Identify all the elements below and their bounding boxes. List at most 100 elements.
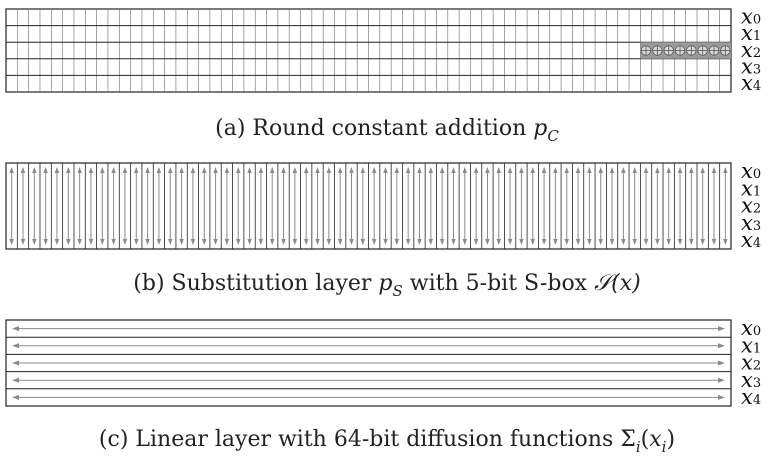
sbox-arrow-head-down <box>349 239 354 245</box>
sbox-arrow-head-down <box>655 239 660 245</box>
sbox-arrow-head-up <box>122 167 128 173</box>
xor-icon <box>663 45 674 56</box>
diffusion-arrow-head-left <box>12 343 19 349</box>
sbox-arrow-head-up <box>598 167 603 173</box>
diffusion-arrow-head-left <box>12 394 19 400</box>
diffusion-arrow-head-right <box>718 377 725 383</box>
xor-icon <box>674 45 686 56</box>
word-label-index: 4 <box>753 236 761 251</box>
xor-icon <box>720 45 731 56</box>
sbox-arrow-head-up <box>202 167 207 173</box>
caption-arg-open: ( <box>641 427 650 452</box>
caption-substitution-mid: with 5-bit S-box <box>403 271 594 296</box>
xor-icon <box>640 45 652 56</box>
caption-arg-variable: x <box>649 427 662 452</box>
caption-substitution-symbol: p <box>378 271 392 296</box>
xor-icon <box>652 45 663 56</box>
word-label-index: 0 <box>753 167 761 182</box>
sbox-arrow-head-up <box>360 167 366 173</box>
sbox-arrow-head-down <box>575 239 581 245</box>
sbox-arrow-head-down <box>428 239 434 245</box>
sbox-arrow-head-down <box>224 239 230 245</box>
state-grid <box>5 8 732 93</box>
sbox-arrow-head-up <box>417 167 422 173</box>
diffusion-arrow-head-right <box>718 394 725 400</box>
sbox-arrow-head-down <box>258 239 264 245</box>
sbox-arrow-head-up <box>700 167 705 173</box>
sbox-arrow-head-up <box>349 167 354 173</box>
sbox-arrow-head-up <box>632 167 637 173</box>
sbox-arrow-head-down <box>337 239 343 245</box>
sbox-arrow-head-up <box>689 167 694 173</box>
sbox-arrow-head-down <box>666 239 671 245</box>
sbox-arrow-head-down <box>439 239 445 245</box>
sbox-arrow-head-down <box>292 239 298 245</box>
caption-substitution: (b) Substitution layer pS with 5-bit S-b… <box>133 271 640 300</box>
sbox-arrow-head-down <box>417 239 422 245</box>
sbox-arrow-head-down <box>281 239 286 245</box>
sbox-arrow-head-up <box>247 167 252 173</box>
sbox-arrow-head-up <box>292 167 298 173</box>
word-label-index: 1 <box>753 29 761 44</box>
sbox-arrow-head-down <box>541 239 547 245</box>
sbox-arrow-head-down <box>609 239 615 245</box>
sbox-arrow-head-up <box>451 167 456 173</box>
sbox-arrow-head-up <box>145 167 150 173</box>
sbox-arrow-head-up <box>156 167 162 173</box>
sbox-arrow-head-down <box>451 239 456 245</box>
sbox-arrow-head-down <box>156 239 162 245</box>
sbox-arrow-head-down <box>689 239 694 245</box>
sbox-arrow-head-up <box>224 167 230 173</box>
xor-highlight <box>640 42 731 59</box>
sbox-arrow-head-down <box>621 239 626 245</box>
sbox-arrow-head-up <box>564 167 569 173</box>
sbox-arrow-head-down <box>700 239 705 245</box>
sbox-arrow-head-up <box>405 167 411 173</box>
sbox-arrow-head-down <box>9 239 14 245</box>
sbox-arrow-head-up <box>383 167 388 173</box>
sbox-arrow-head-up <box>587 167 592 173</box>
caption-substitution-text: (b) Substitution layer <box>133 271 378 296</box>
sbox-arrow-head-down <box>394 239 400 245</box>
xor-icon <box>697 45 708 56</box>
sbox-arrow-head-down <box>88 239 94 245</box>
sbox-arrow-head-up <box>111 167 116 173</box>
sbox-arrow-head-up <box>88 167 94 173</box>
sbox-arrow-head-up <box>496 167 501 173</box>
sbox-arrow-head-down <box>507 239 513 245</box>
diffusion-arrow-head-right <box>718 360 725 366</box>
state-grid <box>5 319 732 407</box>
sbox-arrow-head-down <box>303 239 309 245</box>
sbox-arrow-head-up <box>303 167 309 173</box>
sbox-arrow-head-down <box>643 239 649 245</box>
word-label-index: 0 <box>753 13 761 28</box>
sbox-arrow-head-down <box>236 239 241 245</box>
caption-linear: (c) Linear layer with 64-bit diffusion f… <box>99 427 675 456</box>
sbox-arrow-head-up <box>394 167 400 173</box>
sbox-arrow-head-up <box>190 167 196 173</box>
word-label-index: 2 <box>753 202 761 217</box>
sbox-arrow-head-down <box>462 239 467 245</box>
sbox-arrow-head-down <box>326 239 332 245</box>
diffusion-arrow-head-left <box>12 360 19 366</box>
sbox-arrow-head-down <box>632 239 637 245</box>
sbox-arrow-head-down <box>179 239 184 245</box>
sbox-arrow-head-down <box>77 239 82 245</box>
sbox-arrow-head-down <box>202 239 207 245</box>
sbox-arrow-head-down <box>66 239 71 245</box>
sbox-arrow-head-up <box>519 167 524 173</box>
sbox-arrow-head-down <box>111 239 116 245</box>
caption-round-constant-subscript: C <box>547 127 559 145</box>
sbox-arrow-head-up <box>462 167 467 173</box>
sbox-arrow-head-up <box>666 167 671 173</box>
diffusion-arrow-head-right <box>718 326 725 332</box>
word-label-index: 1 <box>753 341 761 356</box>
caption-sigma-subscript: i <box>636 438 641 456</box>
caption-sigma-symbol: Σ <box>620 427 636 452</box>
sbox-arrow-head-up <box>575 167 581 173</box>
sbox-arrow-head-down <box>723 239 728 245</box>
sbox-arrow-head-down <box>473 239 479 245</box>
